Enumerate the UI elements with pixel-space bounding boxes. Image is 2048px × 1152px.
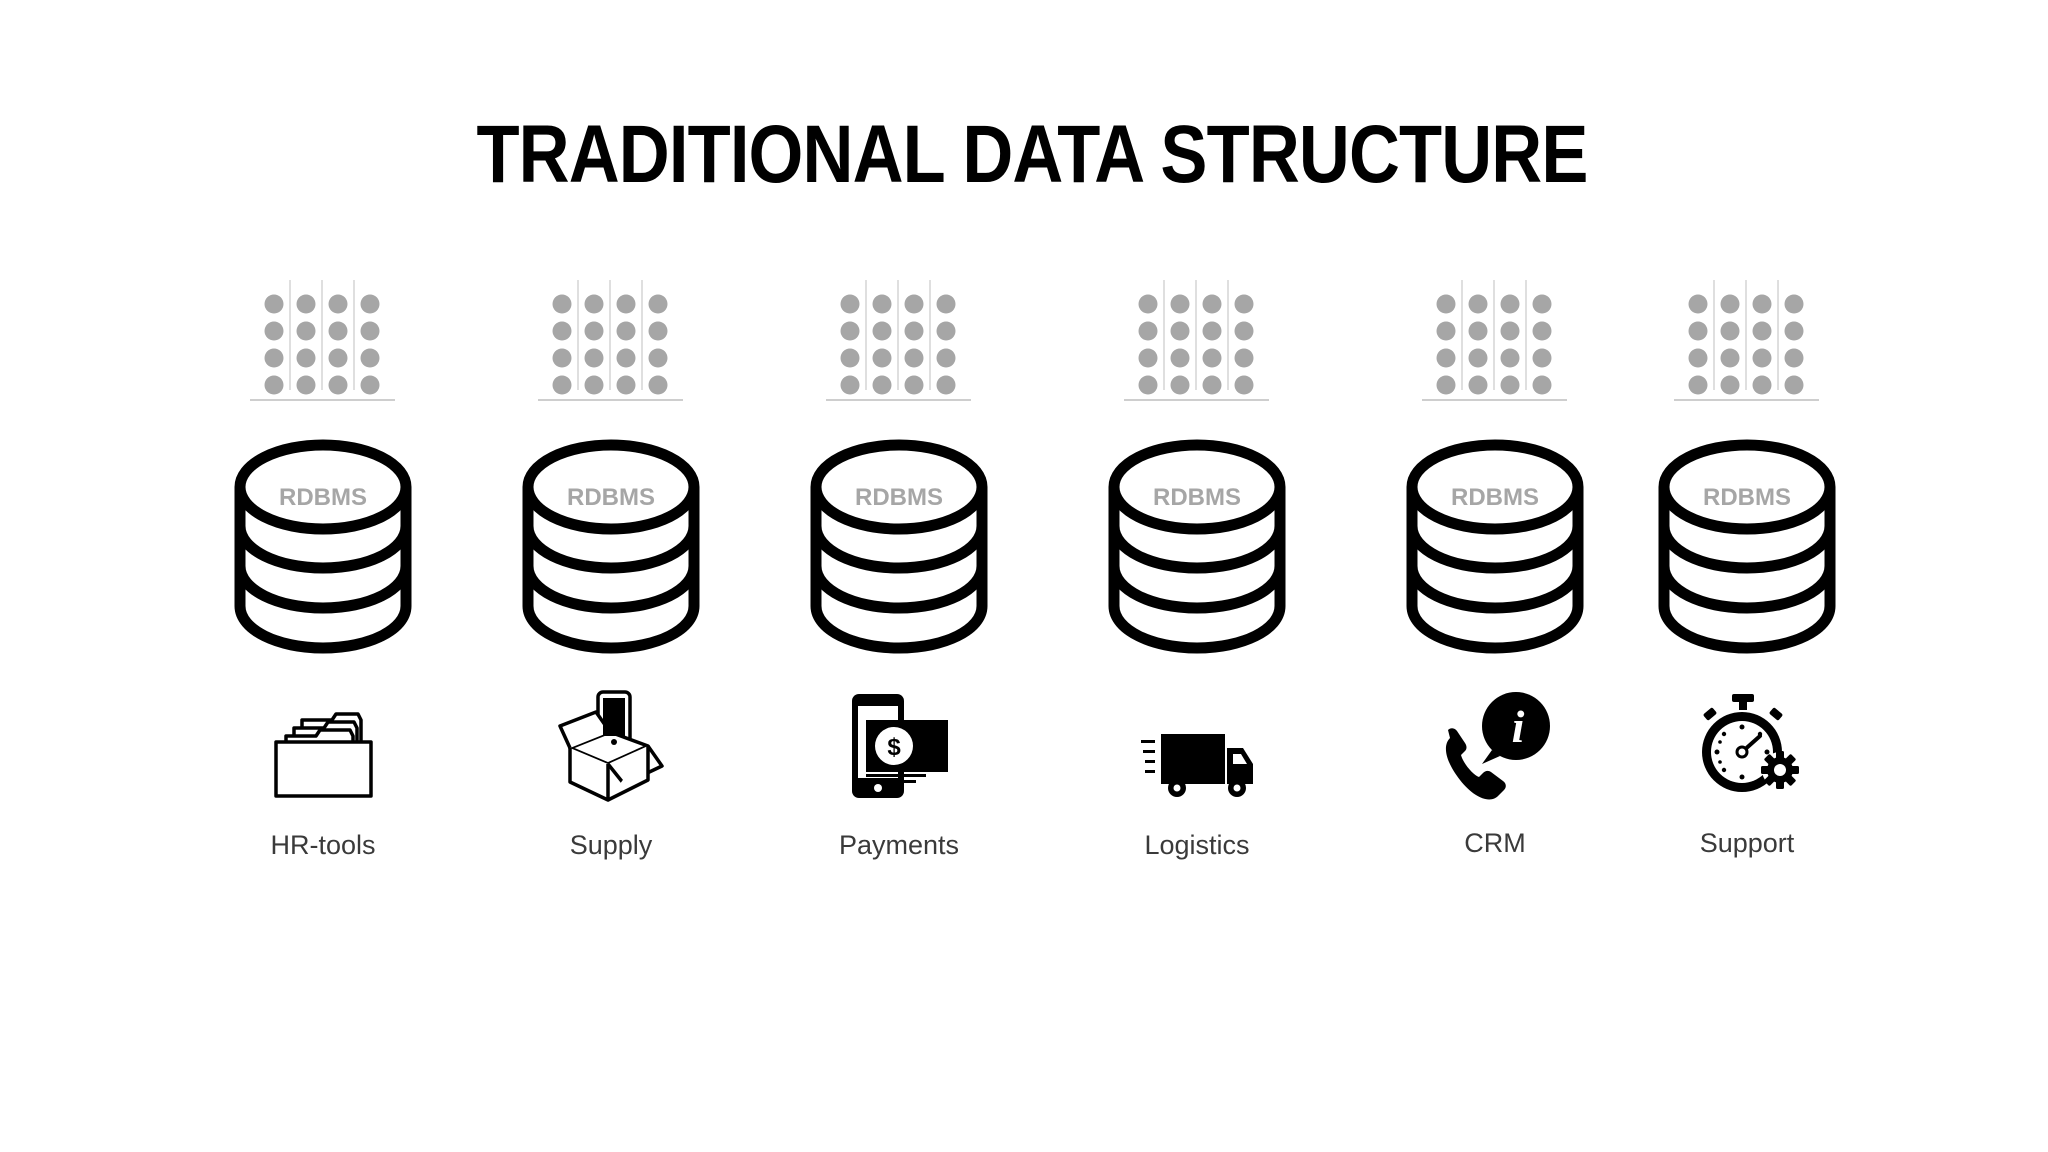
database-label: RDBMS	[567, 484, 655, 511]
column-label: Logistics	[1144, 830, 1250, 860]
column-label: Payments	[838, 830, 960, 860]
column-label: Supply	[569, 830, 653, 860]
data-grid-icon	[1674, 280, 1819, 401]
database-icon	[522, 439, 700, 654]
database-label: RDBMS	[1451, 484, 1539, 511]
mobile-payment-icon: $	[852, 694, 948, 798]
delivery-truck-icon	[1141, 734, 1253, 797]
database-label: RDBMS	[855, 484, 943, 511]
phone-info-icon: i	[1445, 692, 1550, 800]
column-crm: RDBMS i CRM	[1404, 280, 1604, 880]
svg-text:$: $	[887, 734, 901, 761]
stopwatch-gear-icon	[1702, 694, 1799, 792]
box-with-phone-icon	[558, 690, 664, 802]
column-payments: RDBMS $ Payments	[808, 280, 1008, 880]
database-label: RDBMS	[1703, 484, 1791, 511]
data-grid-icon	[826, 280, 971, 401]
page-title: TRADITIONAL DATA STRUCTURE	[476, 109, 1588, 200]
database-icon	[1406, 439, 1584, 654]
column-support: RDBMS Support	[1656, 280, 1856, 880]
database-icon	[1658, 439, 1836, 654]
database-icon	[810, 439, 988, 654]
column-hr-tools: RDBMS HR-tools	[232, 280, 432, 880]
column-logistics: RDBMS Logistics	[1106, 280, 1306, 880]
column-label: HR-tools	[270, 830, 376, 860]
data-grid-icon	[250, 280, 395, 401]
folder-files-icon	[274, 712, 373, 798]
database-icon	[1108, 439, 1286, 654]
database-icon	[234, 439, 412, 654]
database-label: RDBMS	[1153, 484, 1241, 511]
data-grid-icon	[1124, 280, 1269, 401]
data-grid-icon	[1422, 280, 1567, 401]
column-label: CRM	[1464, 828, 1526, 858]
database-label: RDBMS	[279, 484, 367, 511]
column-supply: RDBMS Supply	[520, 280, 720, 880]
data-grid-icon	[538, 280, 683, 401]
svg-text:i: i	[1512, 701, 1525, 752]
column-label: Support	[1699, 828, 1795, 858]
